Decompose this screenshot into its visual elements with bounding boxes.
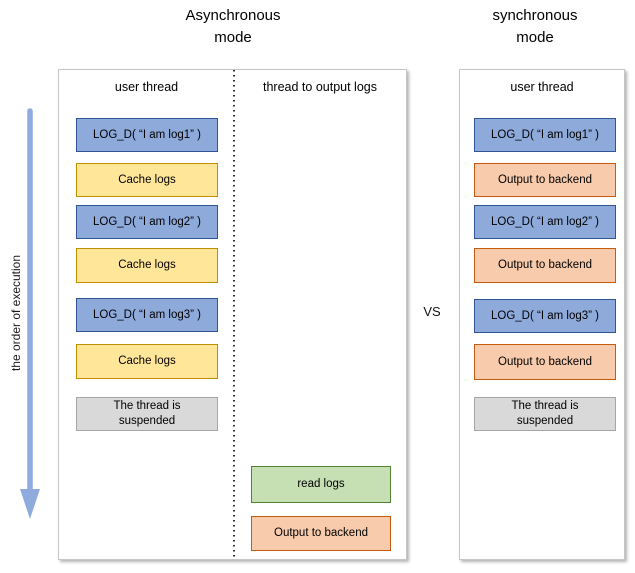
box-label: Cache logs (118, 259, 176, 272)
box-label: Cache logs (118, 173, 176, 186)
box-label: The thread is suspended (113, 400, 181, 427)
box-label: The thread is suspended (511, 400, 579, 427)
box-label: LOG_D( “I am log1” ) (93, 128, 201, 141)
sync-output-backend-box-1: Output to backend (474, 163, 616, 197)
async-thread-suspended-box: The thread is suspended (76, 397, 218, 431)
box-label: LOG_D( “I am log3” ) (93, 308, 201, 321)
sync-output-backend-box-3: Output to backend (474, 344, 616, 380)
async-user-thread-header: user thread (114, 80, 179, 94)
box-label: LOG_D( “I am log3” ) (491, 309, 599, 322)
sync-panel: user thread LOG_D( “I am log1” ) Output … (459, 69, 625, 560)
async-title-line1: Asynchronous (185, 7, 281, 24)
sync-title-line2: mode (516, 29, 554, 46)
async-cache-logs-box-3: Cache logs (76, 344, 218, 379)
box-label: Cache logs (118, 355, 176, 368)
sync-log1-box: LOG_D( “I am log1” ) (474, 118, 616, 152)
execution-order-label: the order of execution (9, 254, 23, 372)
sync-mode-title: synchronous mode (459, 5, 611, 49)
async-panel: user thread thread to output logs LOG_D(… (58, 69, 407, 560)
async-cache-logs-box-2: Cache logs (76, 248, 218, 283)
box-label: Output to backend (498, 173, 592, 186)
async-read-logs-box: read logs (251, 466, 391, 503)
box-label: Output to backend (274, 527, 368, 540)
sync-output-backend-box-2: Output to backend (474, 248, 616, 283)
box-label: LOG_D( “I am log2” ) (491, 215, 599, 228)
async-output-thread-header: thread to output logs (263, 80, 377, 94)
async-mode-title: Asynchronous mode (157, 5, 309, 49)
sync-log2-box: LOG_D( “I am log2” ) (474, 205, 616, 239)
box-label: read logs (297, 478, 345, 491)
box-label: Output to backend (498, 355, 592, 368)
box-label: LOG_D( “I am log2” ) (93, 215, 201, 228)
async-log1-box: LOG_D( “I am log1” ) (76, 118, 218, 152)
async-log2-box: LOG_D( “I am log2” ) (76, 205, 218, 239)
sync-log3-box: LOG_D( “I am log3” ) (474, 299, 616, 333)
box-label: Output to backend (498, 259, 592, 272)
async-title-line2: mode (214, 29, 252, 46)
async-output-backend-box: Output to backend (251, 516, 391, 551)
sync-thread-suspended-box: The thread is suspended (474, 397, 616, 431)
sync-user-thread-header: user thread (510, 80, 574, 94)
vs-label: VS (423, 304, 441, 319)
async-log3-box: LOG_D( “I am log3” ) (76, 298, 218, 332)
box-label: LOG_D( “I am log1” ) (491, 128, 599, 141)
thread-divider-dotted-line (233, 70, 235, 559)
execution-order-arrow (20, 108, 40, 519)
async-cache-logs-box-1: Cache logs (76, 163, 218, 197)
sync-title-line1: synchronous (492, 7, 578, 24)
